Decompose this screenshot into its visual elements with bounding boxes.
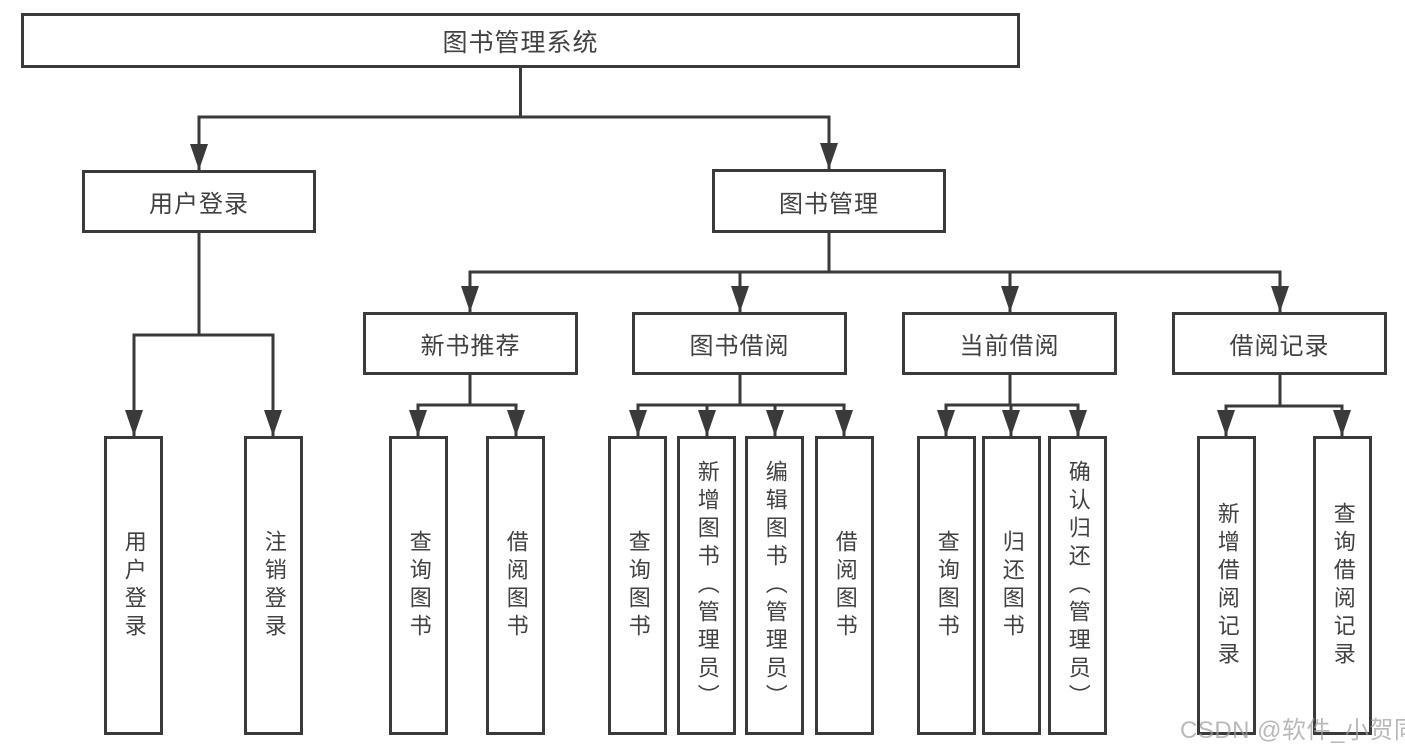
- leaf-borrow-books-1: 借阅图书: [486, 436, 545, 735]
- leaf-borrow-books-2: 借阅图书: [815, 436, 874, 735]
- node-book-management: 图书管理: [712, 169, 946, 233]
- node-book-borrow: 图书借阅: [632, 312, 847, 375]
- leaf-add-books-admin: 新增图书（管理员）: [677, 436, 736, 735]
- leaf-add-borrow-record: 新增借阅记录: [1197, 436, 1256, 735]
- node-root: 图书管理系统: [21, 13, 1020, 68]
- leaf-edit-books-admin: 编辑图书（管理员）: [745, 436, 804, 735]
- leaf-return-books: 归还图书: [982, 436, 1041, 735]
- node-new-book-recommend: 新书推荐: [363, 312, 578, 375]
- csdn-watermark: CSDN @软件_小贺同学: [1180, 717, 1405, 744]
- node-user-login-branch: 用户登录: [82, 170, 316, 233]
- leaf-logout: 注销登录: [244, 436, 303, 735]
- leaf-query-books-3: 查询图书: [917, 436, 976, 735]
- leaf-query-borrow-record: 查询借阅记录: [1313, 436, 1372, 735]
- node-borrow-records: 借阅记录: [1172, 312, 1387, 375]
- leaf-user-login: 用户登录: [104, 436, 163, 735]
- leaf-query-books-1: 查询图书: [389, 436, 448, 735]
- node-current-borrow: 当前借阅: [902, 312, 1117, 375]
- leaf-confirm-return-admin: 确认归还（管理员）: [1048, 436, 1107, 735]
- leaf-query-books-2: 查询图书: [608, 436, 667, 735]
